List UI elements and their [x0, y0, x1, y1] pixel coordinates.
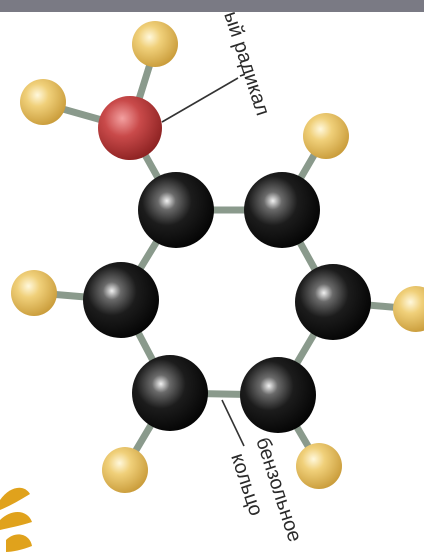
leader-lines	[161, 77, 245, 447]
leaf-decoration	[0, 511, 32, 530]
hydrogen-atoms	[11, 21, 424, 493]
carbon-atom	[244, 172, 320, 248]
hydrogen-atom	[132, 21, 178, 67]
leaf-decoration	[6, 534, 32, 552]
carbon-atom	[83, 262, 159, 338]
carbon-atom	[295, 264, 371, 340]
benzene-ring-carbons	[83, 172, 371, 433]
carbon-atom	[138, 172, 214, 248]
radical-label: ый радикал	[219, 9, 273, 119]
decorative-leaves	[0, 487, 32, 552]
hydrogen-atom	[20, 79, 66, 125]
ring-leader-line	[221, 399, 245, 447]
carbon-atom	[132, 355, 208, 431]
leaf-decoration	[0, 487, 30, 510]
hydrogen-atom	[393, 286, 424, 332]
oxygen-atom	[98, 96, 162, 160]
hydrogen-atom	[11, 270, 57, 316]
hydrogen-atom	[102, 447, 148, 493]
hydrogen-atom	[296, 443, 342, 489]
radical-leader-line	[161, 77, 239, 123]
carbon-atom	[240, 357, 316, 433]
bonds	[34, 44, 418, 471]
hydrogen-atom	[303, 113, 349, 159]
top-strip	[0, 0, 424, 12]
